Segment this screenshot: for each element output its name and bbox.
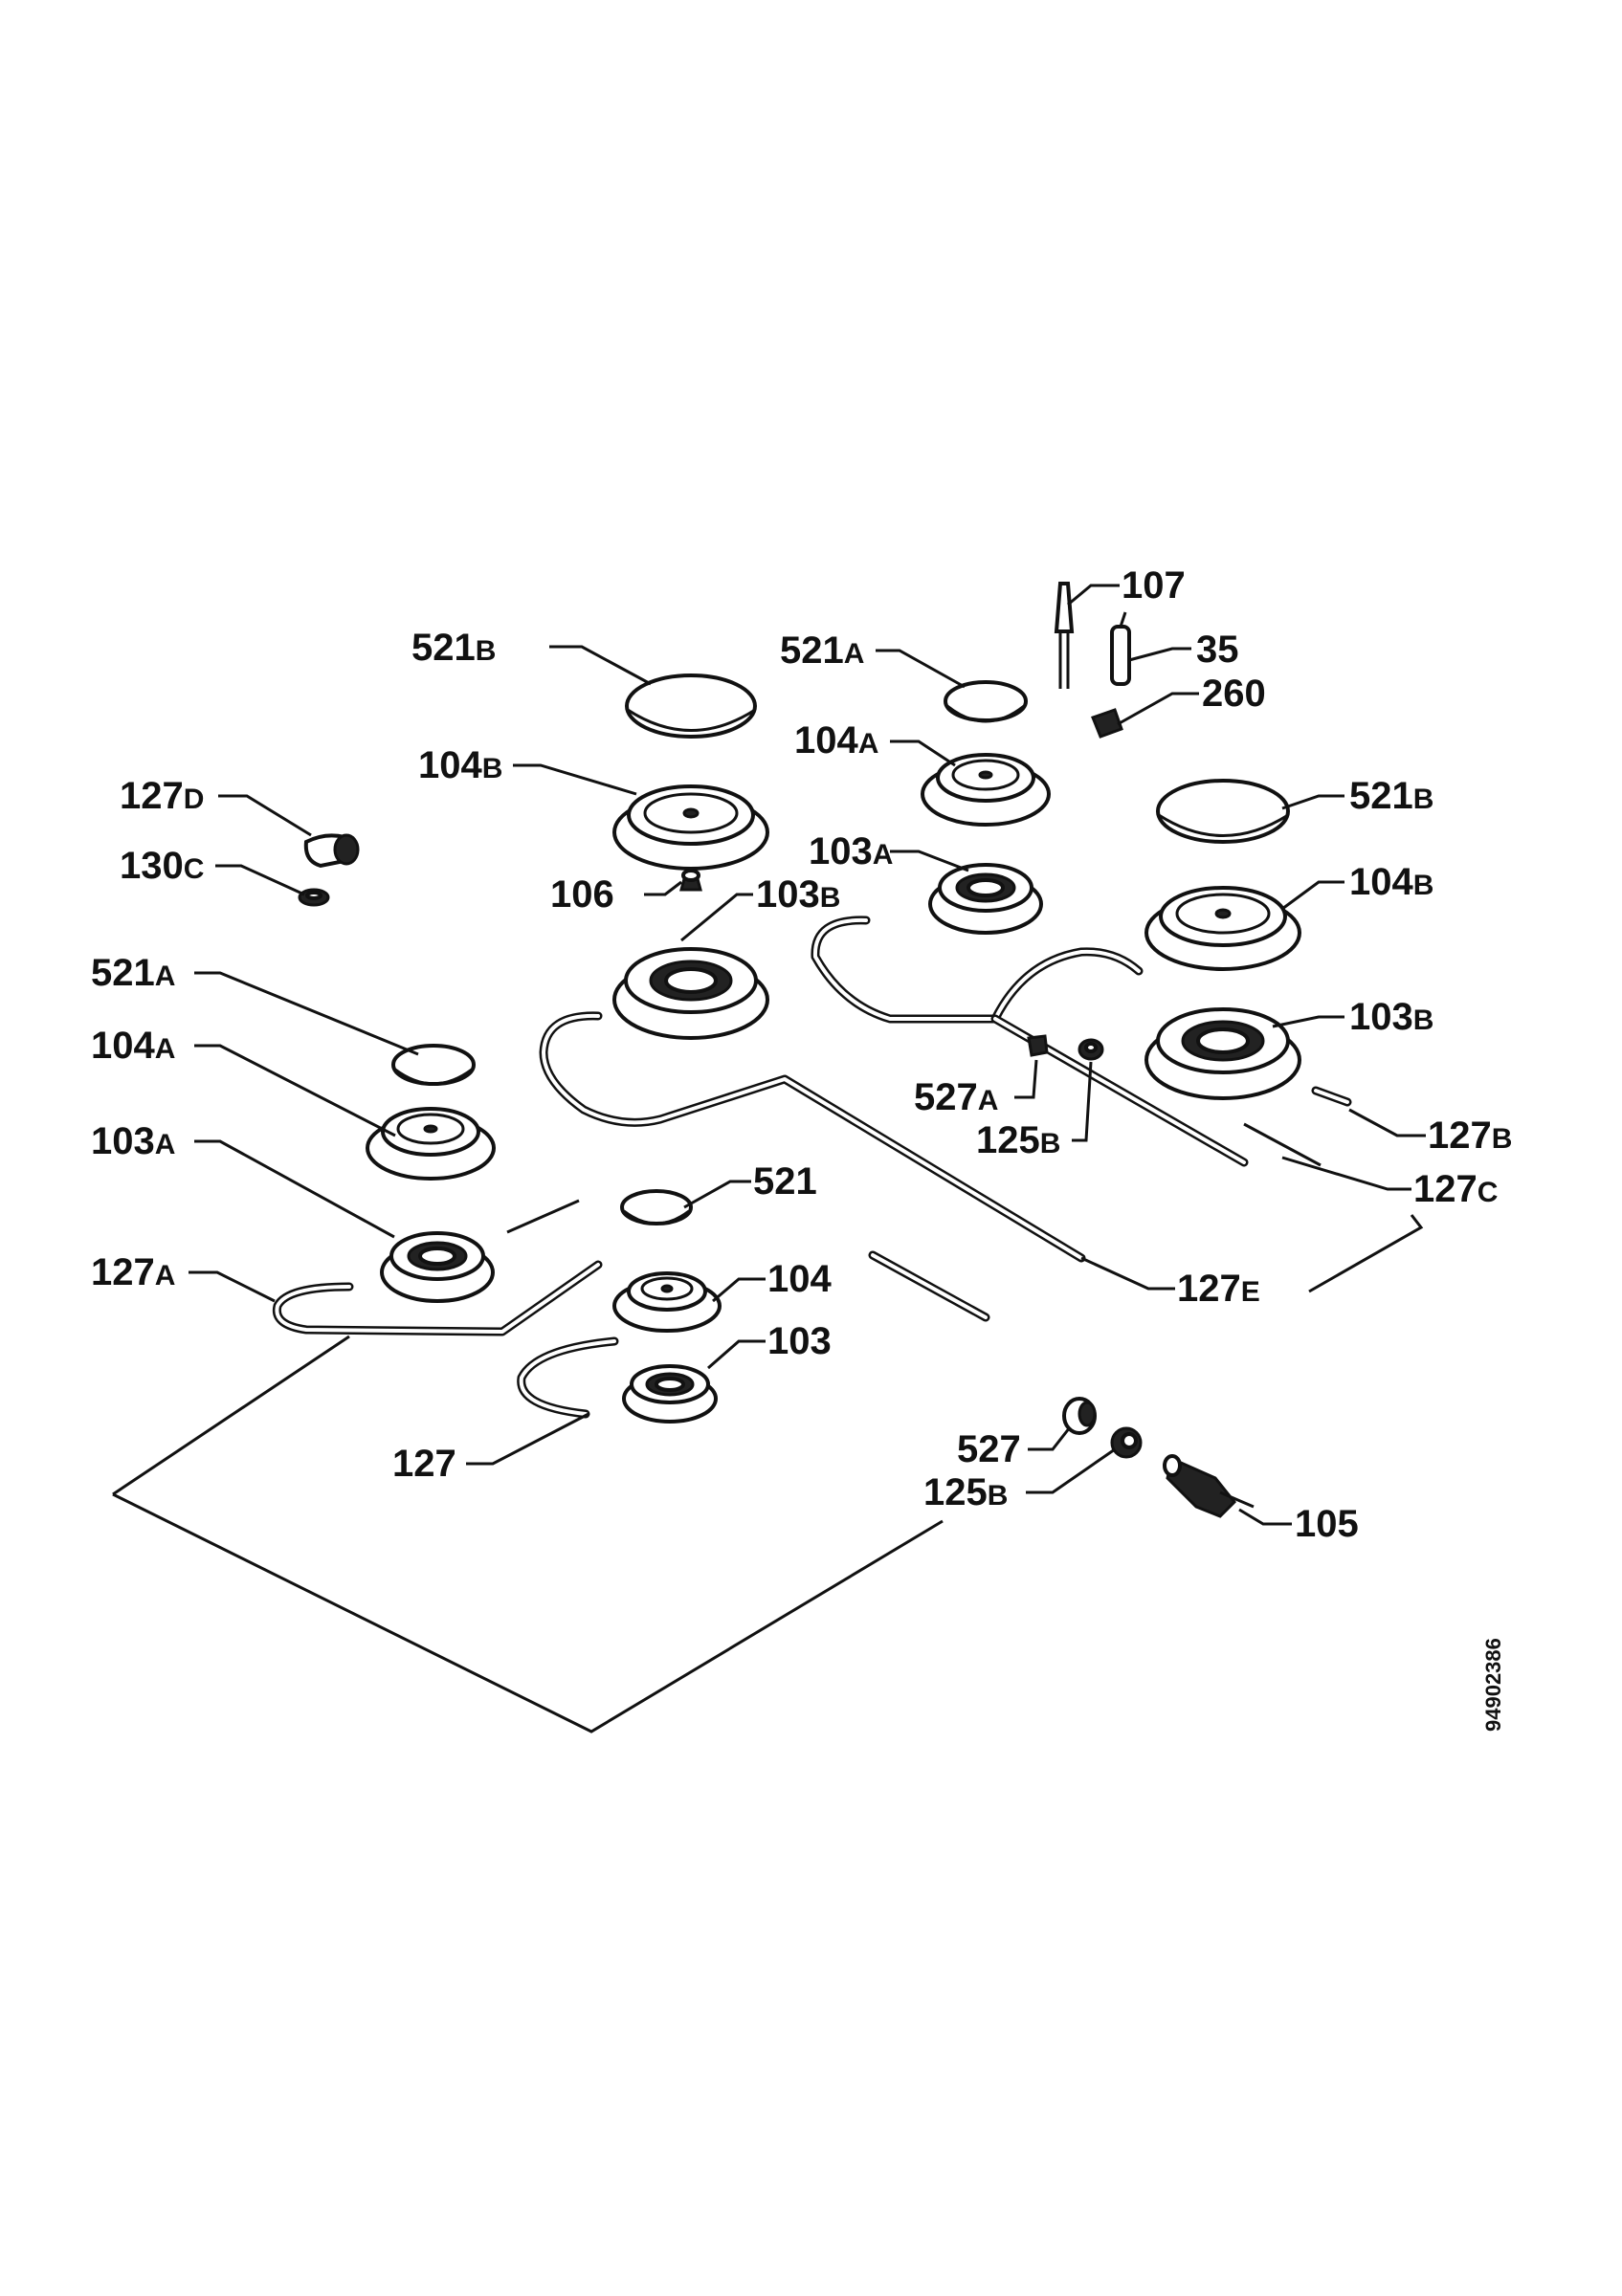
washer-130c <box>298 888 330 907</box>
part-labels: 107 35 260 521B 521A 104A 104B 127D 521B… <box>91 564 1512 1545</box>
label-521a-top: 521A <box>780 629 864 672</box>
burner-body-103a-left <box>380 1231 495 1303</box>
gas-pipe-127 <box>517 1336 619 1419</box>
thermocouple-35 <box>1110 611 1131 686</box>
burner-cap-521b-top <box>625 673 757 739</box>
label-125b-mid: 125B <box>976 1119 1060 1161</box>
label-125b-low: 125B <box>923 1471 1008 1513</box>
label-521b-top: 521B <box>411 627 496 669</box>
label-103b-top: 103B <box>756 873 840 916</box>
label-104a-top: 104A <box>794 719 878 762</box>
clip-260 <box>1091 708 1123 739</box>
nut-125b-low <box>1110 1426 1143 1459</box>
burner-body-103-center <box>622 1364 718 1424</box>
flame-spreader-104b-right <box>1144 886 1301 971</box>
flame-spreader-104a-top <box>921 753 1051 827</box>
label-260: 260 <box>1202 673 1266 715</box>
label-104a-left: 104A <box>91 1025 175 1067</box>
label-130c: 130C <box>120 845 204 887</box>
flame-spreader-104-center <box>612 1271 722 1333</box>
flame-spreader-104b-top <box>612 784 769 871</box>
label-127b: 127B <box>1428 1115 1512 1157</box>
drawing-code: 94902386 <box>1481 1638 1505 1732</box>
label-527a: 527A <box>914 1076 998 1118</box>
gas-pipe-127b <box>1243 1086 1352 1167</box>
burner-body-103b-right <box>1144 1007 1301 1100</box>
injector-106 <box>679 869 702 892</box>
label-521: 521 <box>753 1160 817 1203</box>
label-127: 127 <box>392 1443 456 1485</box>
burner-cap-521b-right <box>1156 779 1290 844</box>
nut-125b-mid <box>1078 1038 1104 1061</box>
label-104: 104 <box>767 1258 832 1300</box>
label-521b-right: 521B <box>1349 775 1433 817</box>
label-103a-left: 103A <box>91 1120 175 1162</box>
burner-cap-521a-left <box>391 1044 476 1086</box>
burner-body-103b-top <box>612 947 769 1040</box>
label-127c: 127C <box>1413 1168 1498 1210</box>
label-106: 106 <box>550 873 614 916</box>
label-103a-top: 103A <box>809 830 893 872</box>
label-527: 527 <box>957 1428 1021 1470</box>
burner-cap-521a-top <box>944 680 1028 723</box>
label-104b-top: 104B <box>418 744 502 786</box>
hob-frame-outline <box>112 1214 1424 1733</box>
label-35: 35 <box>1196 629 1239 671</box>
spark-electrode-107 <box>1054 582 1075 689</box>
gas-tap-105 <box>1163 1454 1255 1518</box>
flame-spreader-104a-left <box>366 1107 496 1181</box>
label-105: 105 <box>1295 1503 1359 1545</box>
label-103b-right: 103B <box>1349 996 1433 1038</box>
label-521a-left: 521A <box>91 952 175 994</box>
gas-pipe-127a <box>272 1199 603 1336</box>
label-107: 107 <box>1122 564 1186 607</box>
label-103: 103 <box>767 1320 832 1362</box>
leader-lines <box>189 584 1426 1526</box>
label-127a: 127A <box>91 1251 175 1293</box>
elbow-fitting-127d <box>303 833 360 869</box>
burner-cap-521-center <box>620 1189 693 1225</box>
burner-body-103a-top <box>928 863 1043 935</box>
gas-pipe-127e <box>539 1011 1086 1263</box>
label-104b-right: 104B <box>1349 861 1433 903</box>
gas-pipe-center-segment <box>868 1250 990 1322</box>
label-127e: 127E <box>1177 1268 1260 1310</box>
label-127d: 127D <box>120 775 204 817</box>
fitting-527 <box>1062 1397 1097 1435</box>
fitting-527a <box>1027 1034 1049 1057</box>
